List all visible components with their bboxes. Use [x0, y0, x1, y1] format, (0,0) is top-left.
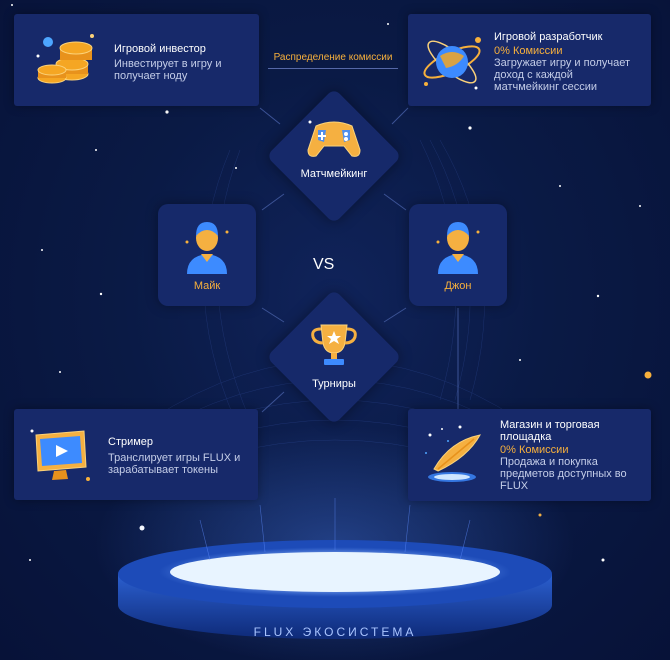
developer-text: Игровой разработчик 0% Комиссии Загружае…: [494, 31, 639, 93]
trophy-icon: [311, 324, 357, 365]
tournaments-label: Турниры: [312, 378, 356, 390]
marketplace-card[interactable]: Магазин и торговая площадка 0% Комиссии …: [408, 409, 651, 501]
player-card-mike[interactable]: Майк: [158, 204, 256, 306]
versus-label: VS: [313, 256, 335, 273]
streamer-desc: Транслирует игры FLUX и зарабатывает ток…: [108, 452, 241, 476]
matchmaking-node[interactable]: Матчмейкинг: [266, 88, 402, 224]
tournaments-node[interactable]: Турниры: [266, 289, 402, 425]
investor-title: Игровой инвестор: [114, 43, 206, 55]
developer-card[interactable]: Игровой разработчик 0% Комиссии Загружае…: [408, 14, 651, 106]
feather-icon: [425, 425, 481, 482]
player-icon: [436, 222, 480, 274]
player-name-mike: Майк: [193, 280, 221, 292]
streamer-text: Стример Транслирует игры FLUX и зарабаты…: [108, 436, 248, 476]
player-card-john[interactable]: Джон: [409, 204, 507, 306]
gamepad-icon: [307, 120, 361, 157]
marketplace-commission: 0% Комиссии: [500, 444, 569, 456]
planet-icon: [423, 37, 481, 90]
marketplace-desc: Продажа и покупка предметов доступных во…: [500, 456, 627, 492]
ecosystem-title: FLUX ЭКОСИСТЕМА: [253, 625, 417, 639]
investor-text: Игровой инвестор Инвестирует в игру и по…: [114, 43, 239, 82]
developer-desc: Загружает игру и получает доход с каждой…: [494, 57, 631, 93]
matchmaking-label: Матчмейкинг: [300, 168, 368, 180]
investor-desc: Инвестирует в игру и получает ноду: [114, 58, 222, 82]
investor-card[interactable]: Игровой инвестор Инвестирует в игру и по…: [14, 14, 259, 106]
commission-divider: [268, 68, 398, 69]
developer-commission: 0% Комиссии: [494, 45, 563, 57]
developer-title: Игровой разработчик: [494, 31, 603, 43]
commission-distribution-label: Распределение комиссии: [273, 52, 393, 63]
monitor-icon: [30, 429, 90, 481]
streamer-title: Стример: [108, 436, 154, 448]
marketplace-title: Магазин и торговая площадка: [500, 419, 600, 443]
coins-icon: [36, 34, 94, 84]
player-name-john: Джон: [444, 280, 472, 292]
marketplace-text: Магазин и торговая площадка 0% Комиссии …: [500, 419, 645, 492]
streamer-card[interactable]: Стример Транслирует игры FLUX и зарабаты…: [14, 409, 258, 500]
player-icon: [185, 222, 229, 274]
